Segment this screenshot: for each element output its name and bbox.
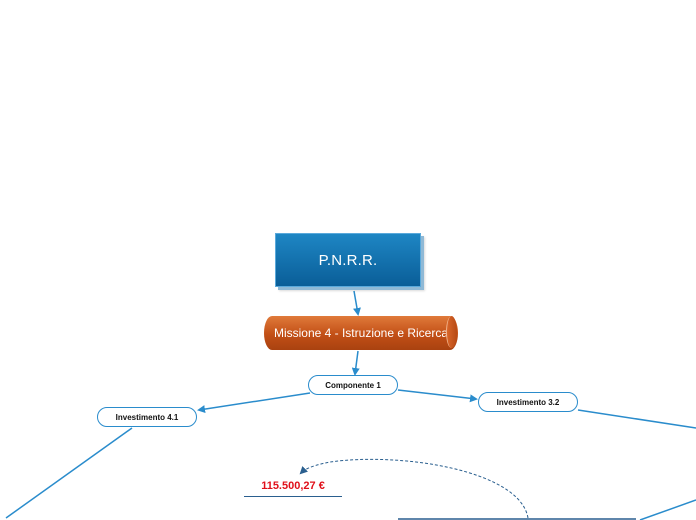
investimento-4-1-label: Investimento 4.1 <box>115 412 179 422</box>
pnrr-root-label: P.N.R.R. <box>318 251 378 269</box>
dashed-relation-connector <box>299 458 529 519</box>
connector-inv41-down <box>5 427 133 519</box>
connector-componente-inv32 <box>397 389 478 403</box>
amount-label: 115.500,27 € <box>261 480 325 492</box>
pnrr-root-node[interactable]: P.N.R.R. <box>275 233 421 287</box>
connector-inv32-right <box>577 409 696 429</box>
investimento-3-2-label: Investimento 3.2 <box>496 397 560 407</box>
connector-bottom-right <box>639 499 696 520</box>
amount-node[interactable]: 115.500,27 € <box>244 478 342 497</box>
cylinder-cap-shape <box>446 316 457 348</box>
missione-4-label: Missione 4 - Istruzione e Ricerca <box>273 326 449 340</box>
componente-1-node[interactable]: Componente 1 <box>308 375 398 395</box>
connector-missione-componente <box>351 350 360 376</box>
connector-pnrr-missione <box>353 290 361 316</box>
investimento-3-2-node[interactable]: Investimento 3.2 <box>478 392 578 412</box>
investimento-4-1-node[interactable]: Investimento 4.1 <box>97 407 197 427</box>
connector-componente-inv41 <box>197 392 311 414</box>
missione-4-node[interactable]: Missione 4 - Istruzione e Ricerca <box>264 316 458 350</box>
componente-1-label: Componente 1 <box>325 380 381 390</box>
